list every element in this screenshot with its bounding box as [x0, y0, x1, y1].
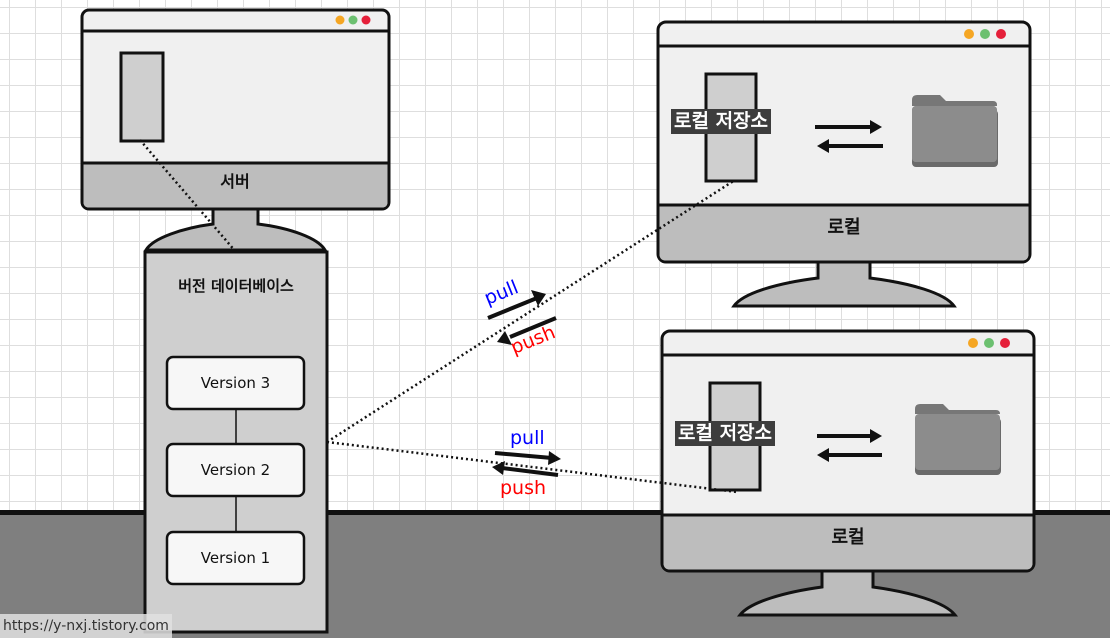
local-monitor-2-stand — [736, 569, 959, 617]
version-database-title: 버전 데이터베이스 — [178, 277, 294, 295]
server-monitor-bezel — [83, 163, 388, 208]
window-dot-red — [996, 29, 1006, 39]
push-label-bottom: push — [500, 477, 547, 499]
local-repo-label-1: 로컬 저장소 — [671, 109, 772, 134]
pull-push-arrows-top — [487, 290, 557, 345]
server-monitor-stand — [143, 207, 328, 252]
database-to-local-2-line — [326, 440, 738, 494]
version-label-3: Version 3 — [200, 374, 271, 392]
version-label-2: Version 2 — [200, 461, 271, 479]
local-1-label: 로컬 — [827, 217, 861, 238]
database-to-local-1-line — [326, 178, 736, 444]
connection-lines — [139, 139, 738, 494]
sync-arrows-1 — [815, 120, 883, 153]
version-label-1: Version 1 — [200, 549, 271, 567]
local-monitor-2-bezel — [663, 515, 1033, 570]
local-monitor-1-stand — [731, 260, 957, 308]
version-box-3 — [165, 355, 306, 411]
local-monitor-1 — [656, 20, 1032, 308]
server-label: 서버 — [220, 172, 250, 191]
pull-label-bottom: pull — [510, 427, 545, 449]
folder-icon — [912, 95, 998, 167]
version-box-1 — [165, 530, 306, 586]
window-dot-orange — [964, 29, 974, 39]
local-repo-label-2: 로컬 저장소 — [675, 421, 776, 446]
pull-push-arrows-bottom — [492, 451, 561, 477]
window-dot-green — [980, 29, 990, 39]
version-box-2 — [165, 442, 306, 498]
window-dot-green — [984, 338, 994, 348]
window-dot-red — [1000, 338, 1010, 348]
window-dot-red — [361, 15, 371, 25]
version-database — [143, 250, 329, 634]
server-monitor — [80, 8, 391, 252]
watermark: https://y-nxj.tistory.com — [0, 614, 172, 638]
local-2-label: 로컬 — [831, 527, 865, 548]
local-monitor-1-bezel — [659, 205, 1029, 261]
window-dot-green — [348, 15, 358, 25]
window-dot-orange — [968, 338, 978, 348]
local-monitor-2 — [660, 329, 1036, 617]
server-storage-block — [119, 51, 165, 143]
window-dot-orange — [335, 15, 345, 25]
folder-icon — [915, 404, 1001, 475]
sync-arrows-2 — [817, 429, 882, 462]
